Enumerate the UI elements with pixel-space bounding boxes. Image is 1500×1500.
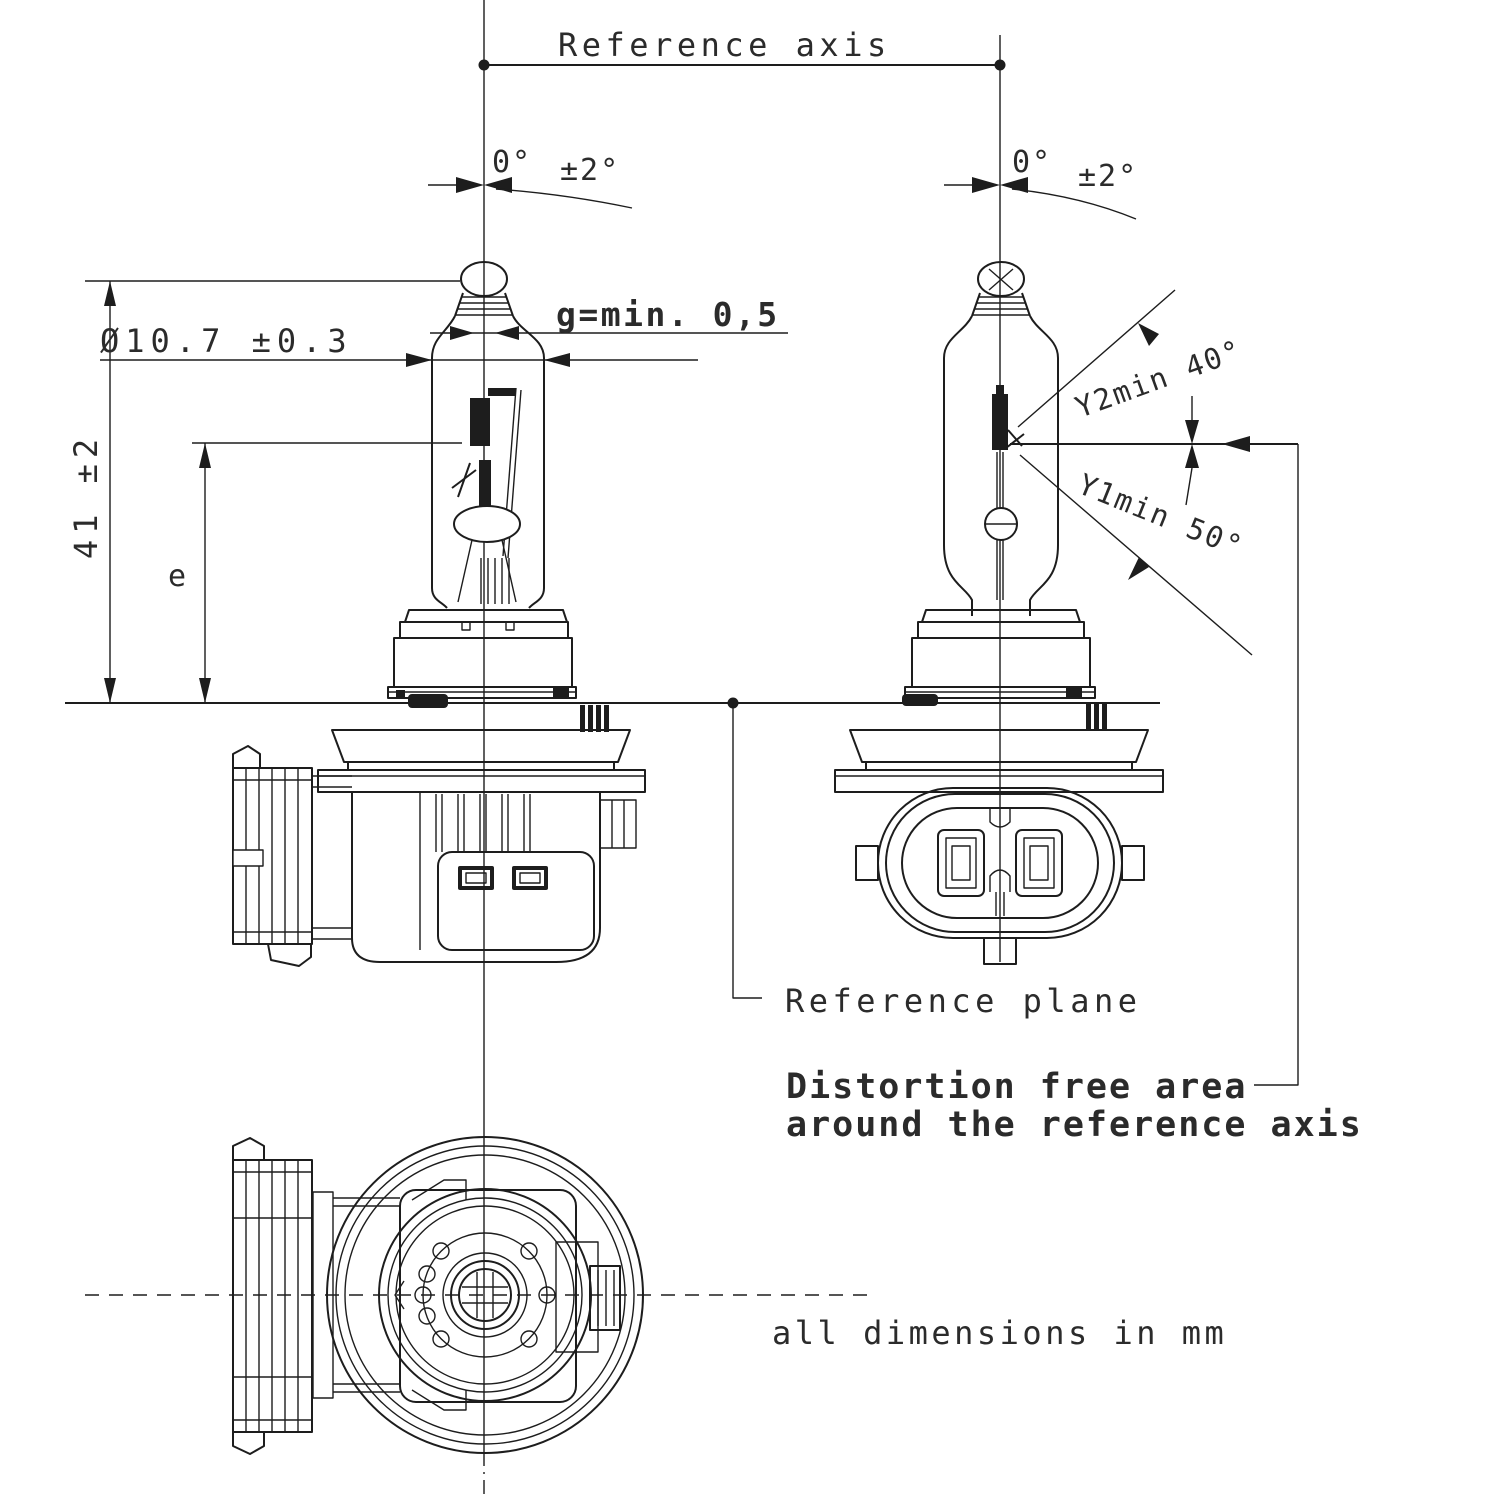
gap-dimension-label: g=min. 0,5 [556, 295, 780, 334]
eccentricity-label: e [168, 559, 188, 594]
distortion-note-line1: Distortion free area [786, 1067, 1247, 1107]
reference-axis-label: Reference axis [558, 26, 891, 64]
angle-annotation-left [428, 177, 633, 209]
angle-zero-left-label: 0° [492, 145, 532, 180]
reference-plane-label: Reference plane [785, 982, 1141, 1020]
distortion-note-line2: around the reference axis [786, 1105, 1363, 1145]
reference-plane-line [65, 697, 1160, 999]
dimension-diameter [100, 353, 698, 367]
angle-zero-right-label: 0° [1012, 145, 1052, 180]
left-ribbed-connector [232, 745, 352, 967]
socket-lugs [414, 1242, 556, 1348]
left-glass-envelope [431, 261, 545, 609]
left-filament [451, 387, 522, 604]
right-bulb-base [834, 609, 1164, 793]
bottom-view [85, 1136, 876, 1455]
bottom-ribbed-connector [232, 1137, 400, 1455]
diameter-dimension-label: Ø10.7 ±0.3 [100, 322, 353, 360]
left-bulb-side-view [232, 261, 646, 967]
right-filament [984, 385, 1025, 600]
dimension-gap [430, 326, 788, 340]
annotations: Reference axis 0° ±2° 0° ±2° g=min. 0,5 … [67, 26, 1363, 1352]
angle-annotation-right [944, 177, 1137, 220]
center-cross-grid [462, 1272, 508, 1318]
right-oval-connector [855, 787, 1145, 965]
left-connector-body [351, 792, 637, 963]
left-bulb-base [317, 609, 646, 793]
y2-angle-label: Y2min 40° [1071, 333, 1247, 425]
right-glass-envelope [943, 261, 1059, 616]
height-dimension-label: 41 ±2 [67, 433, 105, 559]
angle-tolerance-right-label: ±2° [1078, 159, 1138, 194]
units-note-label: all dimensions in mm [772, 1314, 1227, 1352]
dimension-eccentricity [192, 442, 462, 703]
right-bulb-front-view [834, 261, 1164, 965]
dimension-height-41 [85, 280, 460, 703]
reference-axis-lines [478, 0, 1006, 1500]
y1-angle-label: Y1min 50° [1073, 467, 1248, 564]
angle-tolerance-left-label: ±2° [560, 153, 620, 188]
